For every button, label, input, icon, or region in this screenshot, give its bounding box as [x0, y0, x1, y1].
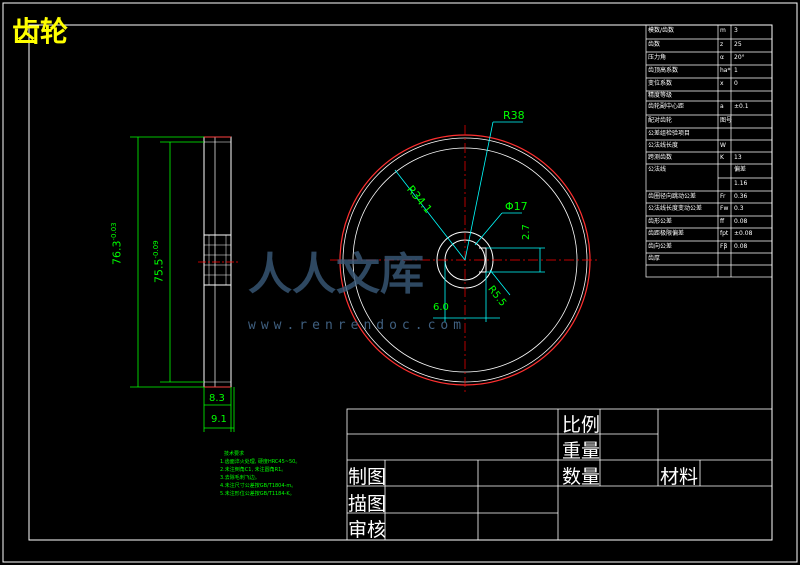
param-sym: Fr: [720, 193, 726, 200]
param-val: 3: [734, 27, 738, 34]
watermark-logo: 人人文库: [248, 249, 424, 300]
dim-hub-width: 8.3: [209, 393, 225, 404]
param-label: 齿厚: [648, 255, 661, 262]
tb-drawn-label: 制图: [348, 466, 387, 488]
param-val: 25: [734, 41, 742, 48]
param-table-grid: [645, 24, 773, 278]
param-sym: a: [720, 103, 724, 110]
drawing-title: 齿轮: [12, 15, 69, 48]
param-label: 齿向公差: [648, 243, 673, 250]
param-val: 1: [734, 67, 738, 74]
tb-material-label: 材料: [660, 466, 699, 488]
param-val: ±0.1: [734, 103, 749, 110]
tb-weight-label: 重量: [562, 440, 601, 462]
tech-note-line: 3.去除毛刺飞边。: [220, 475, 260, 481]
param-label: 齿距极限偏差: [648, 230, 685, 237]
tech-note-line: 5.未注形位公差按GB/T1184-K。: [220, 491, 295, 497]
dim-bore-dia: Φ17: [505, 200, 528, 213]
param-label: 模数/齿数: [648, 27, 675, 34]
param-val: 0.36: [734, 193, 748, 200]
tech-notes: 技术要求 1.齿面淬火处理, 硬度HRC45~50。 2.未注倒角C1, 未注圆…: [220, 450, 300, 498]
param-val: ±0.08: [734, 230, 753, 237]
param-val: 0: [734, 80, 738, 87]
param-sym: W: [720, 142, 726, 149]
param-label: 公法线: [648, 166, 667, 173]
tech-note-line: 4.未注尺寸公差按GB/T1804-m。: [220, 483, 297, 489]
dim-r-outer: R38: [503, 109, 525, 122]
param-sym: x: [720, 80, 724, 87]
param-sym: Fβ: [720, 243, 728, 250]
dim-side-outer: 76.3-0.03: [110, 222, 124, 265]
param-val: 0.3: [734, 205, 744, 212]
tech-note-line: 1.齿面淬火处理, 硬度HRC45~50。: [220, 459, 301, 465]
param-sym: ha*: [720, 67, 731, 74]
param-sym: fpt: [720, 230, 729, 237]
param-val: 偏差: [734, 166, 747, 173]
param-label: 齿顶高系数: [648, 67, 679, 74]
param-val: 13: [734, 154, 742, 161]
dim-keyway-width: 6.0: [433, 302, 449, 313]
param-label: 公法线长度: [648, 142, 679, 149]
param-sym: ff: [720, 218, 725, 225]
tb-traced-label: 描图: [348, 493, 387, 515]
param-sym: m: [720, 27, 726, 34]
param-label: 齿圈径向跳动公差: [648, 193, 697, 200]
param-sym: 图号: [720, 117, 733, 124]
tb-quantity-label: 数量: [562, 466, 601, 488]
dim-keyway-depth: 2.7: [521, 224, 532, 240]
param-label: 齿数: [648, 41, 661, 48]
title-block-grid: [346, 408, 773, 541]
watermark-url: www.renrendoc.com: [248, 318, 467, 333]
front-view-leaders: [394, 121, 545, 322]
param-val: 0.08: [734, 243, 748, 250]
tb-scale-label: 比例: [562, 414, 601, 436]
param-label: 公法线长度变动公差: [648, 205, 703, 212]
param-label: 公差组检验项目: [648, 130, 691, 137]
gear-side-view: [198, 136, 238, 388]
param-val: 1.16: [734, 180, 748, 187]
tb-checked-label: 审核: [348, 519, 387, 541]
param-label: 齿形公差: [648, 218, 673, 225]
param-sym: Fw: [720, 205, 729, 212]
param-val: 20°: [734, 54, 745, 61]
param-sym: z: [720, 41, 724, 48]
param-sym: K: [720, 154, 724, 161]
param-label: 配对齿轮: [648, 117, 673, 124]
param-label: 齿轮副中心距: [648, 103, 685, 110]
dim-side-root: 75.5-0.09: [152, 240, 166, 283]
tech-notes-heading: 技术要求: [224, 451, 245, 457]
tech-note-line: 2.未注倒角C1, 未注圆角R1。: [220, 467, 287, 473]
param-label: 跨测齿数: [648, 154, 673, 161]
param-label: 变位系数: [648, 80, 673, 87]
param-val: 0.08: [734, 218, 748, 225]
side-view-dimensions: [130, 136, 235, 432]
dim-face-width: 9.1: [211, 414, 227, 425]
param-label: 精度等级: [648, 92, 673, 99]
param-sym: α: [720, 54, 724, 61]
param-label: 压力角: [648, 54, 667, 61]
